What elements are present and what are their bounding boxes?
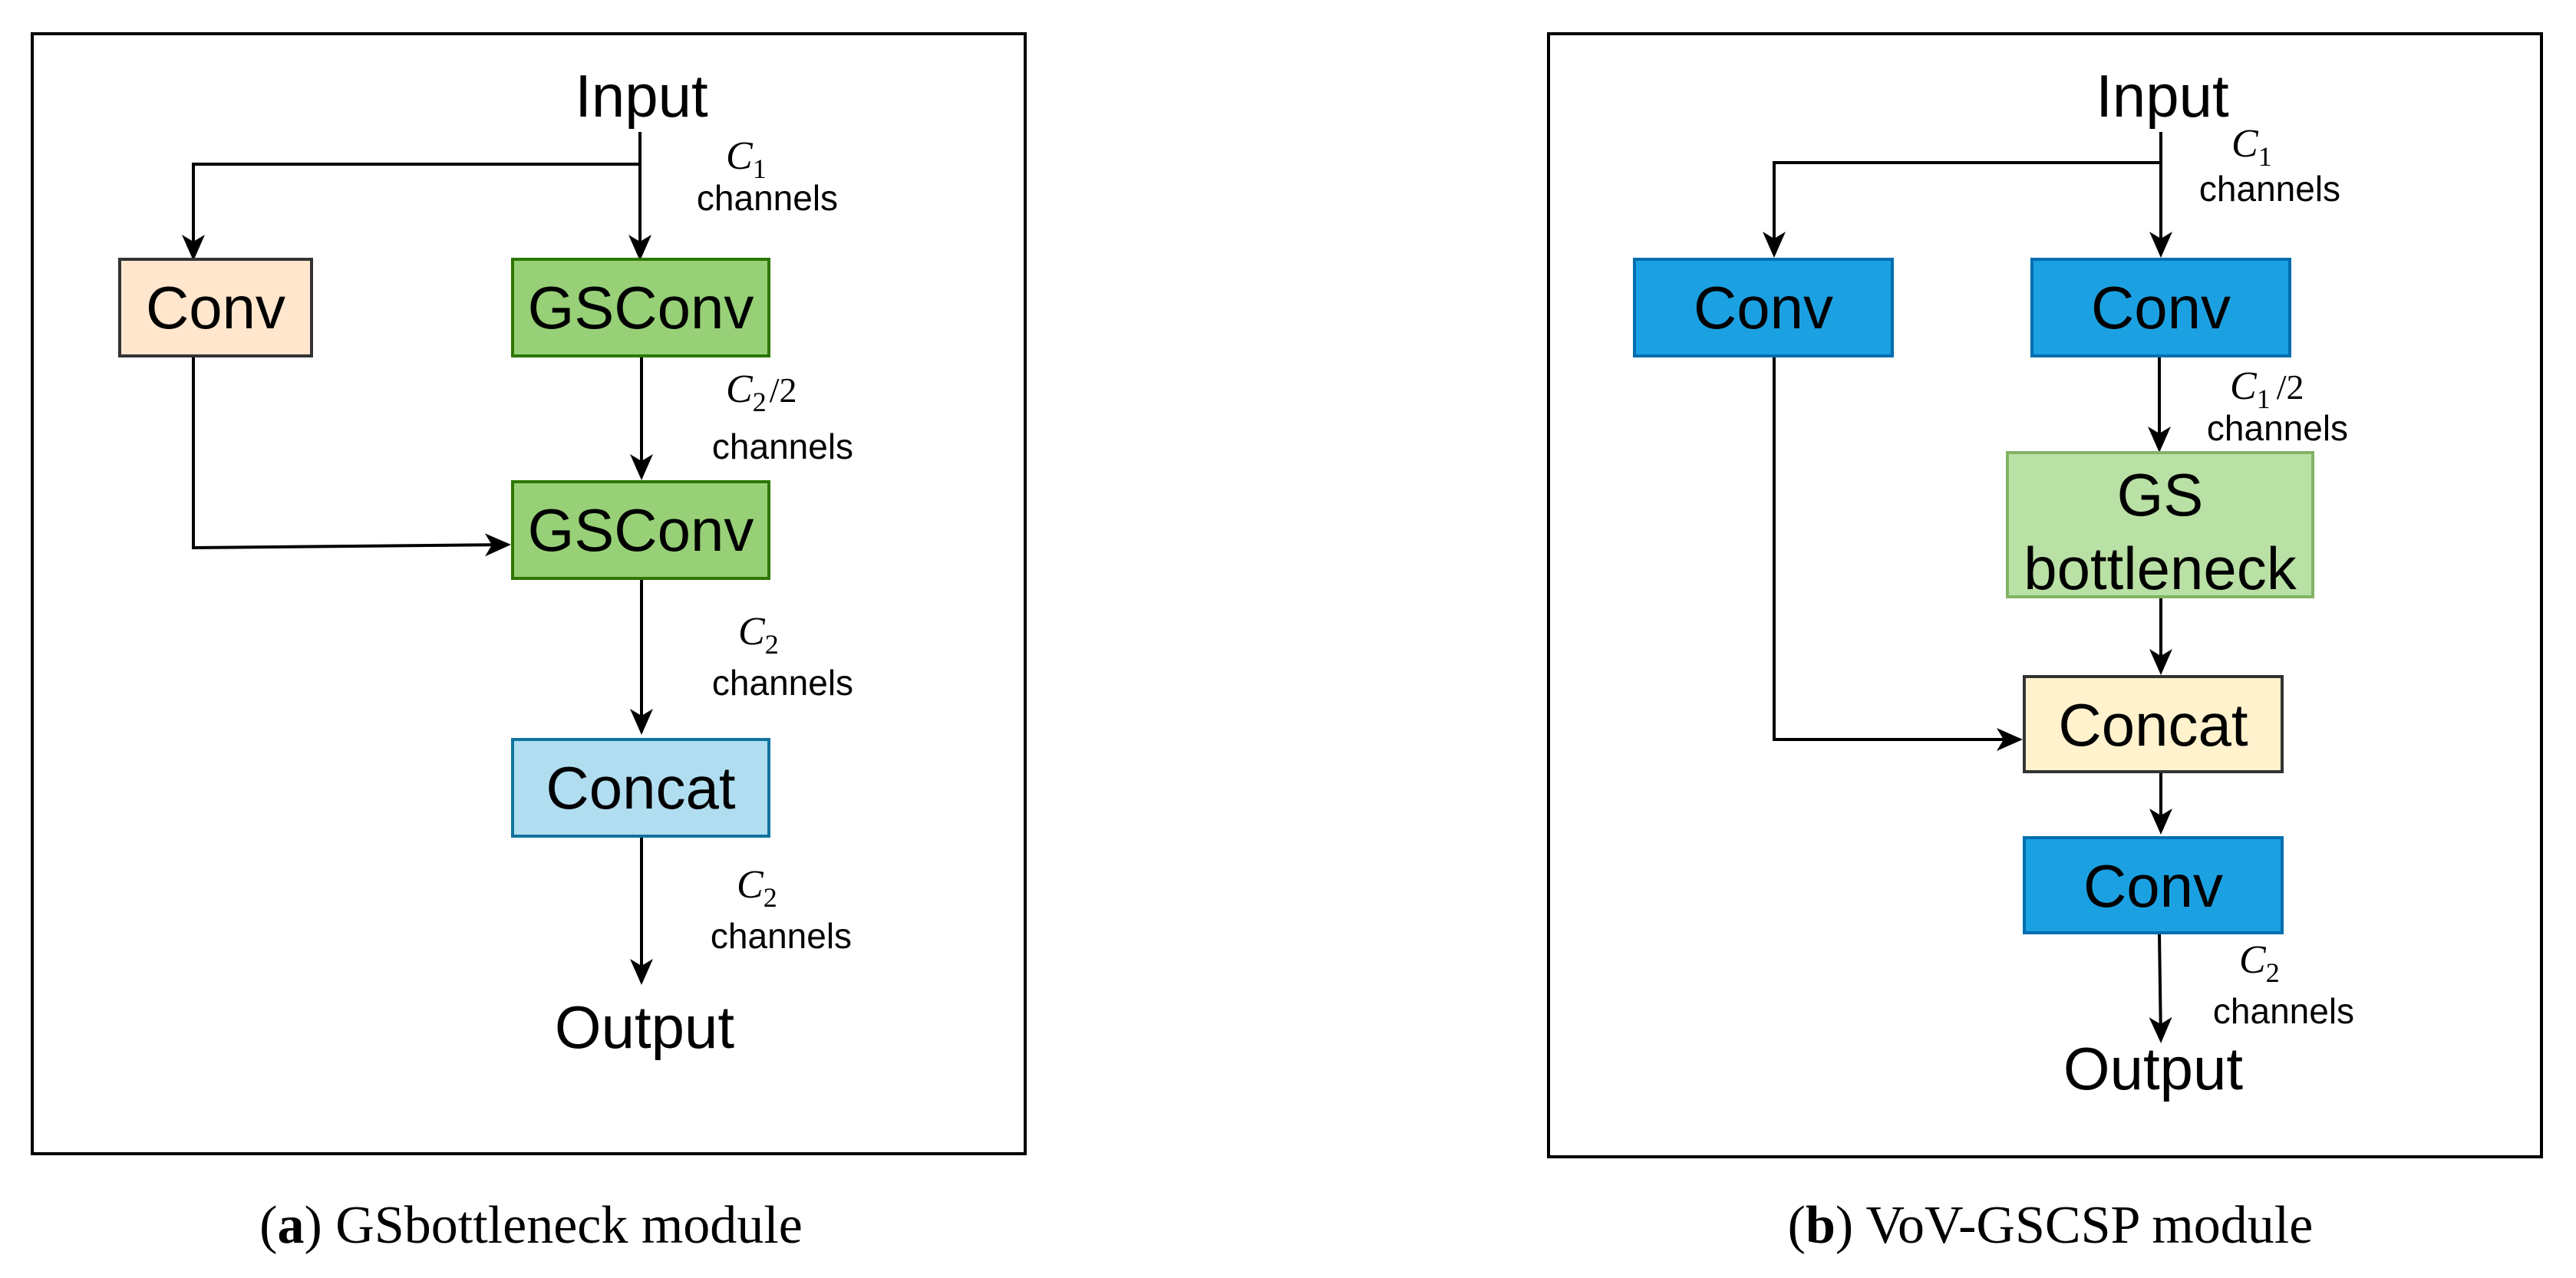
caption-letter: b <box>1806 1196 1836 1255</box>
math-sub: 2 <box>2266 957 2280 988</box>
panel-b-arrow-conv-left-to-concat <box>1773 356 2023 751</box>
math-sub: 2 <box>764 882 777 913</box>
panel-b-frame <box>1547 32 2543 1158</box>
panel-a-caption: (a) GSbottleneck module <box>259 1196 803 1255</box>
panel-b-annotation-3-math: C2 <box>2239 938 2280 988</box>
panel-a-gsconv2-rect <box>511 480 770 580</box>
panel-b-gs-bottleneck-label-line1: GS <box>2117 461 2204 529</box>
math-sub: 2 <box>753 387 767 417</box>
panel-b-gs-bottleneck-box: GS bottleneck <box>2006 451 2314 602</box>
panel-a-gsconv1-rect <box>511 258 770 357</box>
panel-a-concat-label: Concat <box>546 754 735 822</box>
panel-b-conv-right-box: Conv <box>2030 258 2291 357</box>
math-sub: 2 <box>765 629 779 660</box>
math-suffix: /2 <box>2277 367 2304 407</box>
math-sub: 1 <box>753 153 767 184</box>
panel-a-gsconv2-box: GSConv <box>511 480 770 580</box>
panel-a-conv-box: Conv <box>118 258 313 357</box>
panel-b-output-label: Output <box>2063 1035 2243 1102</box>
panel-b-input-label: Input <box>2096 62 2229 130</box>
panel-a-conv-rect <box>118 258 313 357</box>
panel-b-connectors <box>1763 132 2172 1043</box>
panel-a-annotation-2-math: C2/2 <box>726 367 797 417</box>
math-main: C <box>2231 122 2259 166</box>
panel-a-annotation-3-math: C2 <box>738 610 779 660</box>
math-sub: 1 <box>2257 384 2271 414</box>
panel-b-annotation-2: C1/2 channels <box>2207 364 2348 448</box>
panel-b-conv-out-box: Conv <box>2023 836 2284 934</box>
panel-b-conv-left-rect <box>1633 258 1894 357</box>
panel-b-conv-out-rect <box>2023 836 2284 934</box>
panel-b-concat-rect <box>2023 675 2284 773</box>
panel-a-annotation-3: C2 channels <box>712 610 853 703</box>
panel-a-conv-label: Conv <box>146 274 285 341</box>
panel-a-annotation-4-math: C2 <box>737 863 777 913</box>
panel-a-concat-box: Concat <box>511 738 770 838</box>
math-main: C <box>738 610 766 654</box>
panel-a-arrow-conv-to-gsconv2 <box>192 356 511 557</box>
panel-b-annotation-2-math: C1/2 <box>2230 364 2304 414</box>
panel-a-connectors <box>182 132 653 985</box>
math-main: C <box>726 134 754 178</box>
panel-b-annotation-1-math: C1 <box>2231 122 2272 172</box>
math-sub: 1 <box>2258 141 2272 172</box>
panel-b-conv-right-label: Conv <box>2091 274 2231 341</box>
panel-a-annotation-1: C1 channels <box>697 134 838 218</box>
math-main: C <box>737 863 764 907</box>
panel-b-annotation-3-text: channels <box>2213 991 2354 1031</box>
panel-a-annotation-4-text: channels <box>711 916 852 956</box>
panel-b-conv-left-box: Conv <box>1633 258 1894 357</box>
math-suffix: /2 <box>770 371 797 410</box>
caption-open: ( <box>259 1196 277 1255</box>
panel-a-frame <box>31 32 1027 1155</box>
panel-a-annotation-1-math: C1 <box>726 134 767 184</box>
panel-a-annotation-3-text: channels <box>712 663 853 703</box>
math-main: C <box>726 367 754 411</box>
panel-b-annotation-3: C2 channels <box>2213 938 2354 1031</box>
panel-a-annotation-2-text: channels <box>712 427 853 466</box>
panel-a-gsconv2-label: GSConv <box>528 496 754 564</box>
panel-b-gs-bottleneck-label-line2: bottleneck <box>2024 535 2297 602</box>
panel-b-concat-box: Concat <box>2023 675 2284 773</box>
panel-a-input-label: Input <box>575 62 708 130</box>
panel-a-output-label: Output <box>555 993 734 1061</box>
panel-a-gsconv1-box: GSConv <box>511 258 770 357</box>
panel-b: Input Conv Conv GS bottleneck <box>1547 32 2543 1255</box>
panel-b-gs-bottleneck-rect <box>2006 451 2314 598</box>
caption-letter: a <box>277 1196 304 1255</box>
panel-a-arrow-to-conv <box>182 163 640 261</box>
caption-text: VoV-GSCSP module <box>1853 1196 2313 1255</box>
panel-b-conv-out-label: Conv <box>2083 852 2223 920</box>
math-main: C <box>2230 364 2258 408</box>
panel-a-annotation-2: C2/2 channels <box>712 367 853 466</box>
panel-b-conv-left-label: Conv <box>1694 274 1833 341</box>
panel-a-concat-rect <box>511 738 770 838</box>
panel-b-concat-label: Concat <box>2058 691 2248 759</box>
panel-a-annotation-4: C2 channels <box>711 863 852 956</box>
panel-b-annotation-1: C1 channels <box>2199 122 2340 209</box>
panel-b-conv-right-rect <box>2030 258 2291 357</box>
panel-a-annotation-1-text: channels <box>697 178 838 218</box>
panel-a-gsconv1-label: GSConv <box>528 274 754 341</box>
math-main: C <box>2239 938 2267 982</box>
caption-open: ( <box>1788 1196 1806 1255</box>
panel-a: Input Conv GSConv GSConv Concat <box>31 32 1027 1255</box>
caption-close: ) <box>1836 1196 1853 1255</box>
panel-b-arrow-to-conv-left <box>1763 161 2161 258</box>
panel-b-annotation-1-text: channels <box>2199 169 2340 209</box>
caption-text: GSbottleneck module <box>322 1196 803 1255</box>
panel-b-arrow-conv-out-to-output <box>2149 932 2172 1043</box>
panel-b-caption: (b) VoV-GSCSP module <box>1788 1196 2314 1255</box>
caption-close: ) <box>304 1196 322 1255</box>
panel-b-annotation-2-text: channels <box>2207 408 2348 448</box>
